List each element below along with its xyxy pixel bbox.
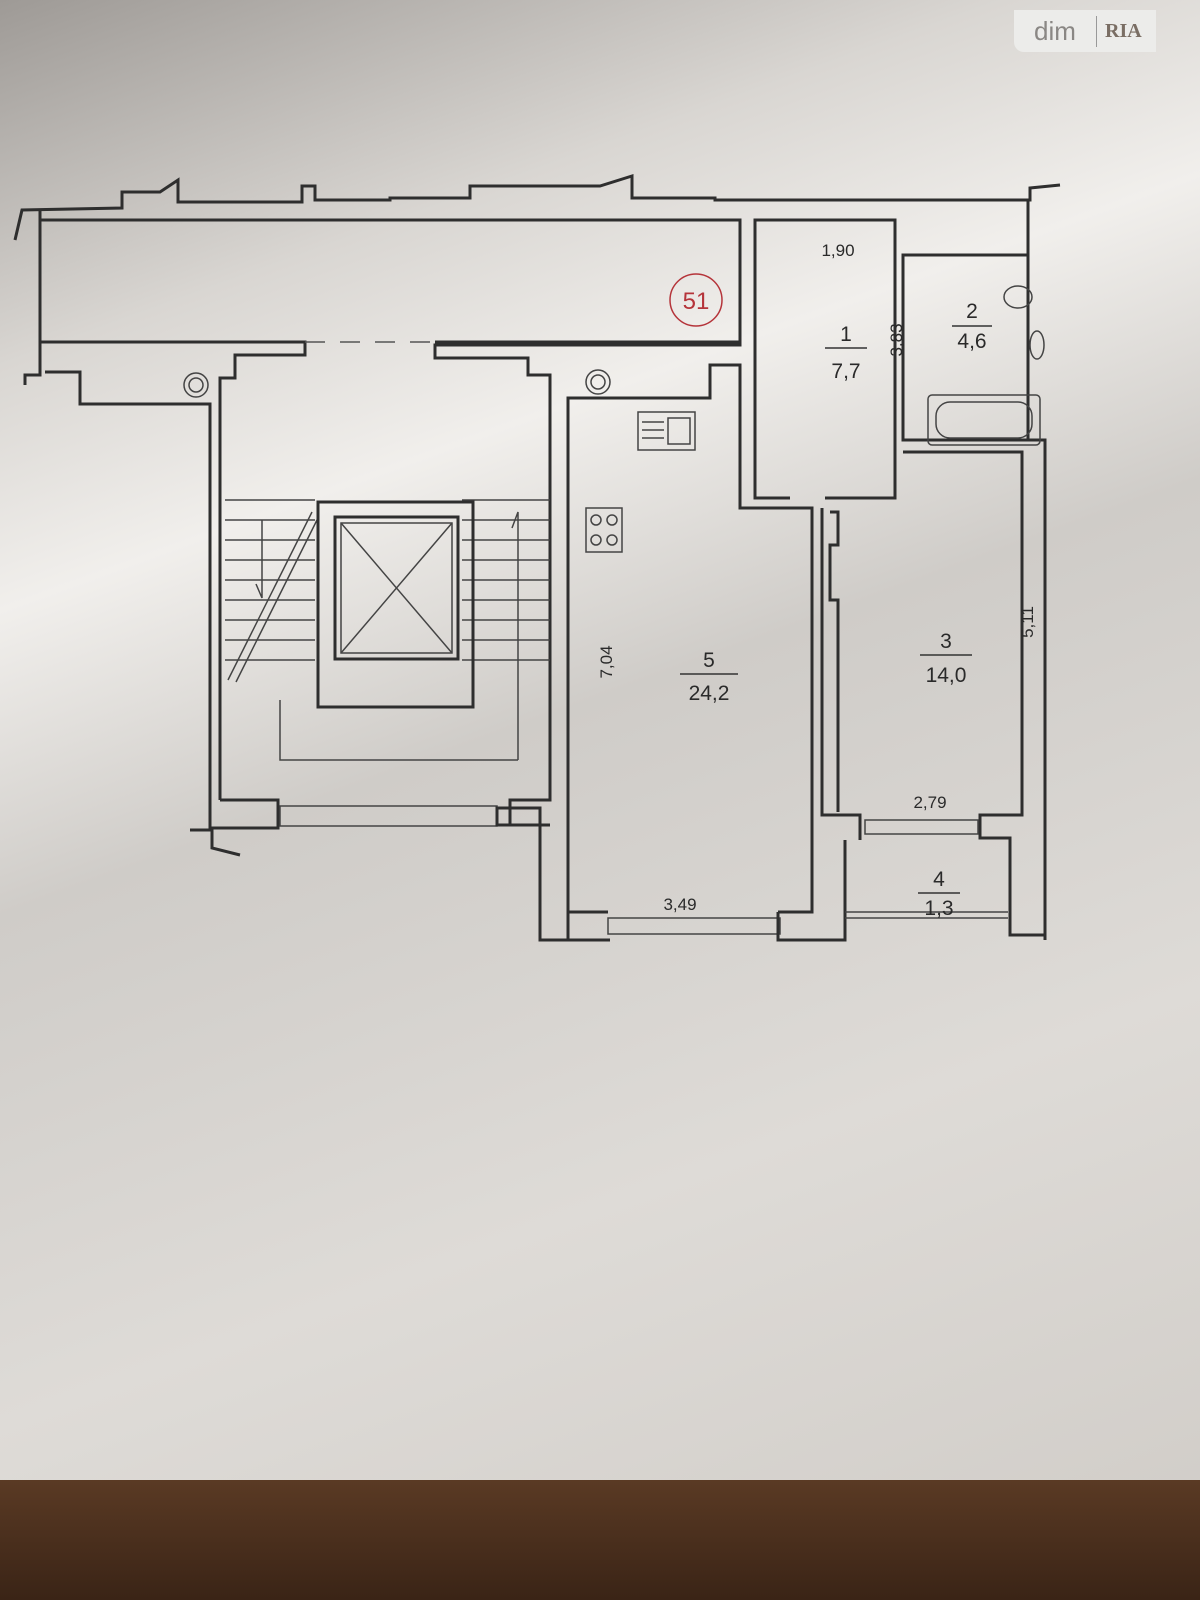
- elevator-cross-2: [340, 522, 453, 654]
- bathtub-icon: [927, 394, 1041, 446]
- room4-area: 1,3: [924, 897, 953, 920]
- outer-wall-top: [13, 173, 1061, 241]
- room3-right: [903, 450, 1045, 937]
- room1-left: [753, 365, 790, 500]
- stair-window: [279, 805, 498, 827]
- room3-inner-left: [828, 510, 840, 812]
- room2-area: 4,6: [957, 330, 986, 353]
- room5-area: 24,2: [689, 682, 730, 705]
- toilet-icon: [1003, 285, 1033, 309]
- corridor-top-inner: [40, 218, 742, 342]
- staircase: [225, 499, 550, 761]
- room3-area: 14,0: [926, 664, 967, 687]
- sink-icon: [637, 411, 696, 451]
- walls: [13, 173, 1061, 942]
- apartment-number: 51: [683, 288, 710, 315]
- outer-right-wall: [1026, 200, 1047, 940]
- room1-walls: [753, 218, 897, 500]
- room3-length: 5,11: [1018, 606, 1037, 638]
- corridor-left-wall: [23, 210, 42, 385]
- washbasin-icon: [1029, 330, 1045, 360]
- kitchen-window: [607, 917, 781, 935]
- wooden-floor-background: [0, 1480, 1200, 1600]
- logo-mark: RIA: [1105, 19, 1142, 42]
- stair-well: [316, 500, 475, 709]
- room4-number: 4: [933, 868, 945, 891]
- elevator-shaft: [333, 515, 460, 661]
- apartment-number-circle: [669, 273, 723, 327]
- room5-number: 5: [703, 649, 715, 672]
- room1-number: 1: [840, 323, 852, 346]
- room5-length: 7,04: [597, 645, 616, 678]
- room5-width: 3,49: [663, 895, 696, 914]
- column-icon: [585, 369, 611, 395]
- kitchen-bottom-right: [776, 840, 847, 942]
- dimria-logo: dim RIA: [1014, 10, 1156, 52]
- fixtures: [183, 285, 1045, 553]
- stair-left-wall: [45, 370, 212, 832]
- corridor-bottom-left: [40, 340, 307, 800]
- kitchen-left-outer: [495, 806, 610, 942]
- balcony-door: [864, 819, 979, 835]
- room1-area: 7,7: [831, 360, 860, 383]
- room1-length: 3,83: [887, 323, 906, 356]
- room3-width: 2,79: [913, 793, 946, 812]
- logo-brand: dim: [1014, 15, 1097, 47]
- room3-number: 3: [940, 630, 952, 653]
- stove-icon: [585, 507, 623, 553]
- corridor-bottom-right: [433, 340, 742, 825]
- stair-bottom-left: [210, 798, 280, 857]
- room2-number: 2: [966, 300, 978, 323]
- room3-left: [820, 508, 862, 840]
- kitchen-walls: [566, 363, 814, 940]
- room1-width: 1,90: [821, 241, 854, 260]
- column-icon: [183, 372, 209, 398]
- elevator-cabin: [340, 522, 453, 654]
